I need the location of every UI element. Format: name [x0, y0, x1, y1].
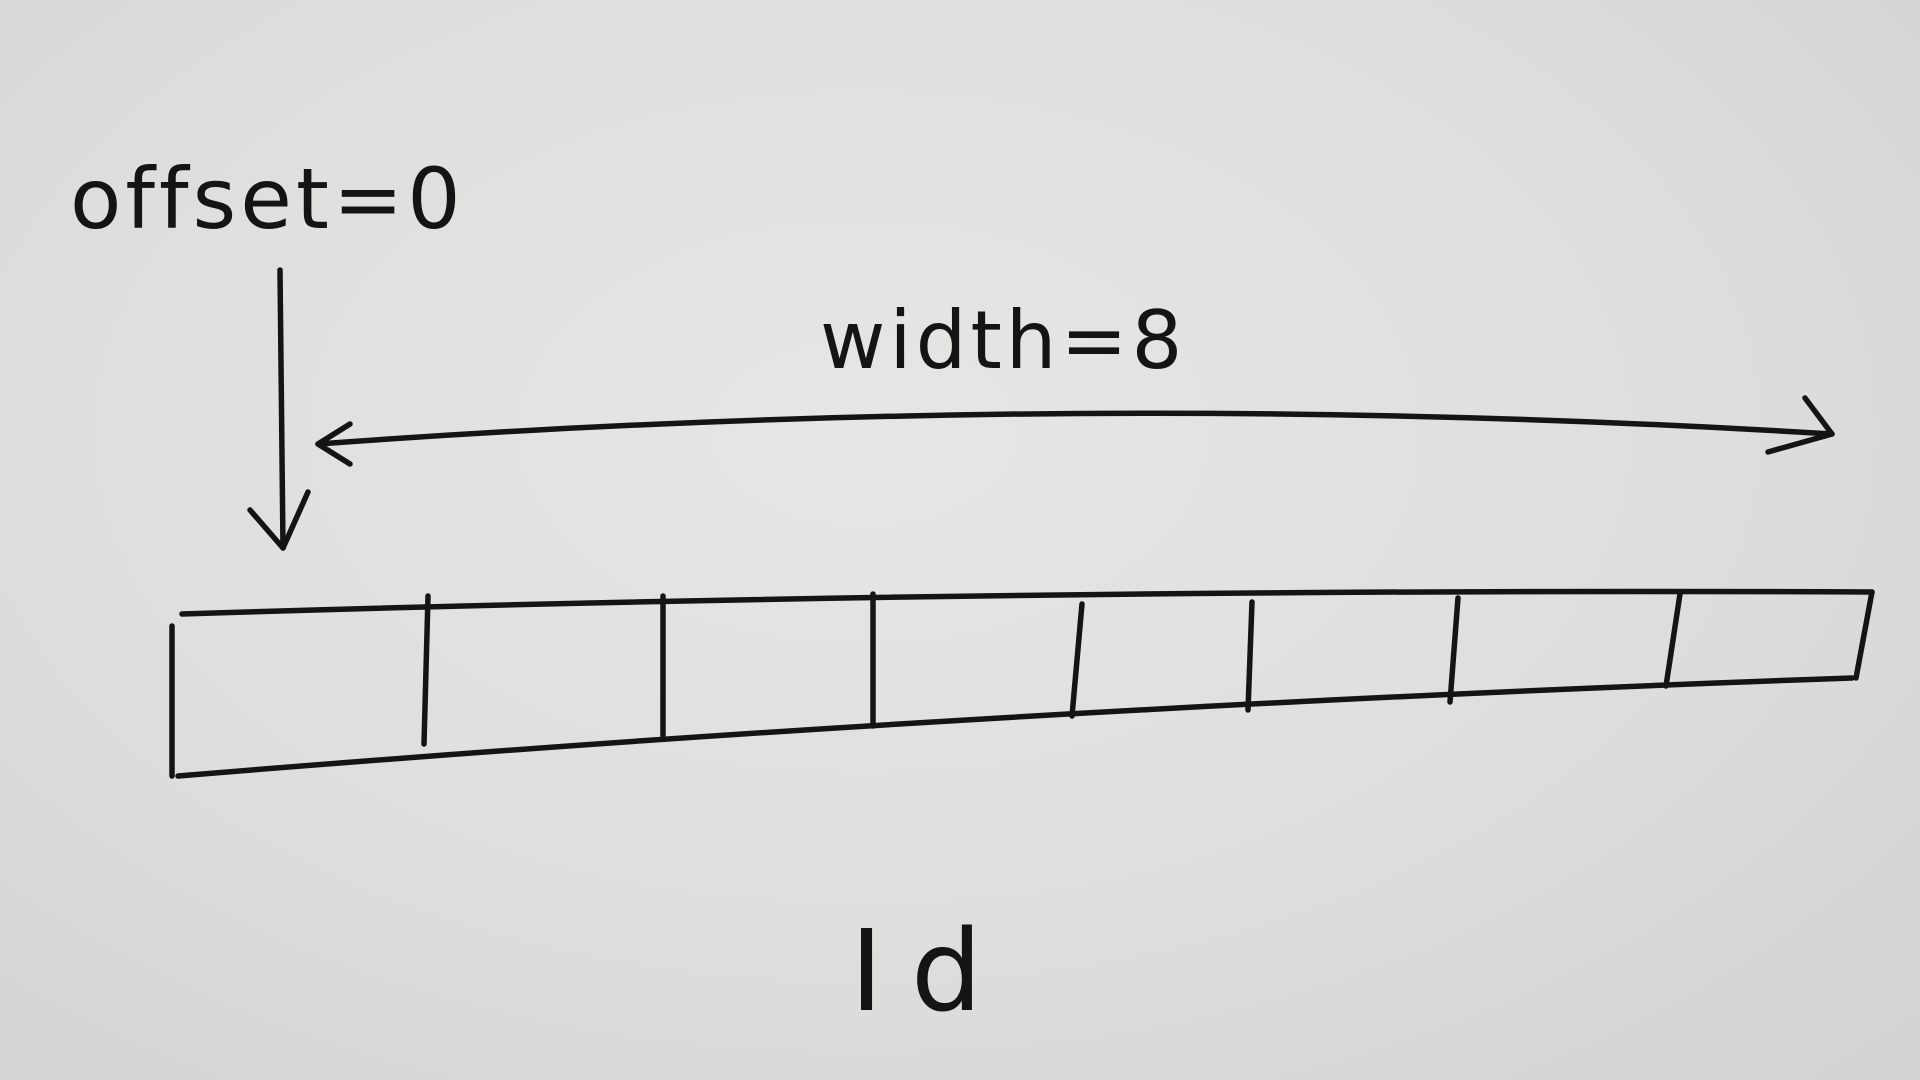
cell-divider — [1447, 595, 1461, 705]
width-arrow — [315, 395, 1835, 467]
strip-caption: Id — [850, 907, 1010, 1037]
offset-arrow — [247, 267, 311, 551]
cell-divider — [421, 593, 431, 747]
cell-divider — [1663, 591, 1683, 689]
cell-strip — [169, 588, 1875, 779]
cell-divider — [1069, 601, 1085, 719]
offset-label: offset=0 — [70, 150, 465, 248]
cell-divider — [1245, 599, 1255, 713]
width-label: width=8 — [820, 294, 1186, 387]
